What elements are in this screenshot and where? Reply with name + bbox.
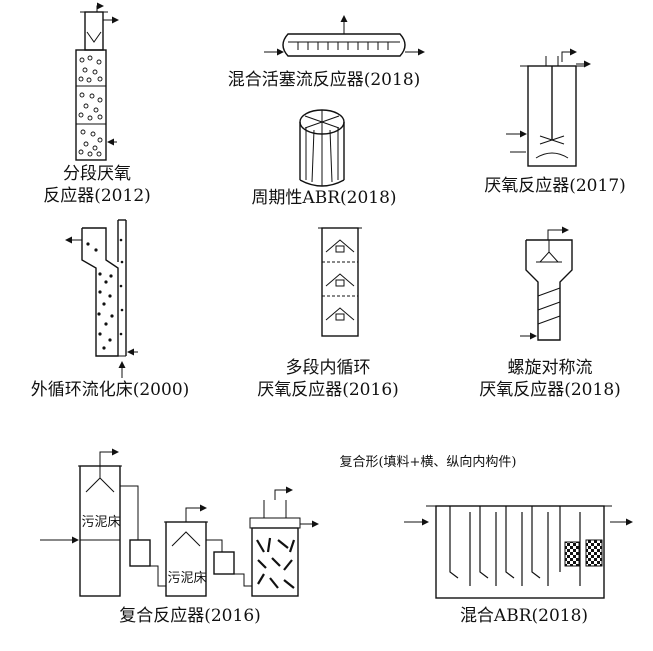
mixed-abr-drawing [404,505,633,599]
spiral-symmetric-flow-reactor-drawing [520,226,573,341]
label-external-circulation-fb: 外循环流化床(2000) [30,380,190,400]
anaerobic-reactor-2017-drawing [506,48,591,167]
label-composite-header: 复合形(填料+横、纵向内构件) [339,455,517,470]
label-mixed-plug-flow: 混合活塞流反应器(2018) [227,70,421,90]
label-periodic-abr: 周期性ABR(2018) [251,188,397,208]
label-mixed-abr: 混合ABR(2018) [459,606,589,626]
label-staged-anaerobic-line1: 分段厌氧 [63,164,131,184]
label-multistage-ic-line1: 多段内循环 [285,358,371,378]
multistage-ic-reactor-drawing [318,227,362,337]
label-sludge-bed-1: 污泥床 [81,515,121,530]
label-staged-anaerobic-line2: 反应器(2012) [43,186,151,206]
label-spiral-symmetric-line1: 螺旋对称流 [507,358,593,378]
label-spiral-symmetric-line2: 厌氧反应器(2018) [479,380,621,400]
mixed-plug-flow-reactor-drawing [264,15,425,57]
label-anaerobic-reactor-2017: 厌氧反应器(2017) [484,176,626,196]
label-sludge-bed-2: 污泥床 [167,571,207,586]
label-multistage-ic-line2: 厌氧反应器(2016) [257,380,399,400]
external-circulation-fluidized-bed-drawing [65,219,138,378]
label-composite-reactor: 复合反应器(2016) [119,606,261,626]
composite-reactor-drawing [40,448,319,597]
periodic-abr-drawing [299,109,345,187]
staged-anaerobic-reactor-drawing [75,2,119,161]
